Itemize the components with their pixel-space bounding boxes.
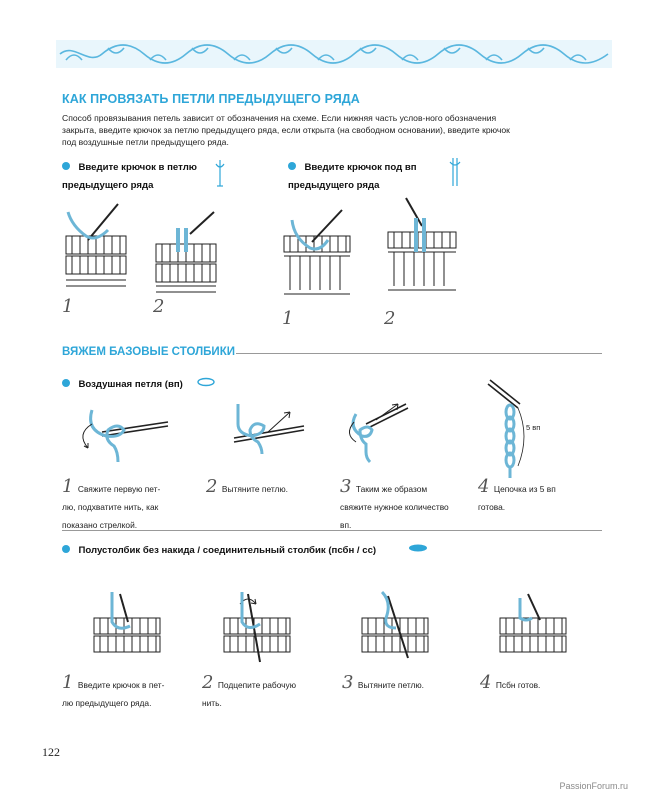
slip-step-caption-3: 3 Вытяните петлю. (342, 672, 424, 693)
illustration-chain-step2 (233, 404, 305, 455)
chain-step-caption-4: 4 Цепочка из 5 вп готова. (478, 476, 556, 512)
slip-stitch-symbol-icon (409, 544, 427, 552)
watermark: PassionForum.ru (559, 781, 628, 791)
illustration-slip-step2 (223, 592, 291, 663)
chain-step-caption-3: 3 Таким же образом свяжите нужное количе… (340, 476, 449, 530)
section-title-stitch-entry: КАК ПРОВЯЗАТЬ ПЕТЛИ ПРЕДЫДУЩЕГО РЯДА (62, 92, 360, 106)
illustration-under-chain-step2 (387, 197, 457, 291)
illustration-slip-step1 (93, 592, 161, 653)
subheading-slip-stitch: Полустолбик без накида / соединительный … (62, 540, 376, 558)
bullet-icon (62, 162, 70, 170)
illustration-chain-step3 (349, 403, 409, 464)
slip-step-caption-4: 4 Псбн готов. (480, 672, 541, 693)
illustration-chain-step4 (487, 379, 525, 478)
illustration-into-loop-step2 (155, 211, 217, 293)
page-number: 122 (42, 745, 60, 759)
slip-step-caption-1: 1 Введите крючок в пет- лю предыдущего р… (62, 672, 165, 708)
step-number: 1 (282, 308, 294, 329)
intro-paragraph: Способ провязывания петель зависит от об… (62, 113, 510, 148)
chain-step-caption-2: 2 Вытяните петлю. (206, 476, 288, 497)
illustration-slip-step4 (499, 593, 567, 653)
step-number: 2 (153, 296, 165, 317)
decorative-border (56, 40, 612, 68)
subheading-under-chain: Введите крючок под вп предыдущего ряда (288, 162, 417, 191)
open-stitch-symbol-icon (449, 158, 461, 186)
chain-count-label: 5 вп (526, 423, 541, 432)
illustration-under-chain-step1 (283, 209, 351, 295)
step-number: 2 (384, 308, 396, 329)
illustration-slip-step3 (361, 590, 429, 659)
bullet-icon (62, 379, 70, 387)
subheading-chain-stitch: Воздушная петля (вп) (62, 374, 183, 392)
section-divider (236, 353, 602, 354)
chain-step-caption-1: 1 Свяжите первую пет- лю, подхватите нит… (62, 476, 161, 530)
slip-step-caption-2: 2 Подцепите рабочую нить. (202, 672, 297, 708)
bullet-icon (288, 162, 296, 170)
subheading-into-loop: Введите крючок в петлю предыдущего ряда (62, 162, 197, 191)
illustration-chain-step1 (82, 409, 169, 463)
closed-stitch-symbol-icon (215, 160, 225, 187)
illustration-into-loop-step1 (65, 203, 127, 287)
step-number: 1 (62, 296, 74, 317)
section-title-basic-stitches: ВЯЖЕМ БАЗОВЫЕ СТОЛБИКИ (62, 346, 235, 358)
bullet-icon (62, 545, 70, 553)
chain-symbol-icon (197, 377, 215, 387)
subsection-divider (62, 530, 602, 531)
